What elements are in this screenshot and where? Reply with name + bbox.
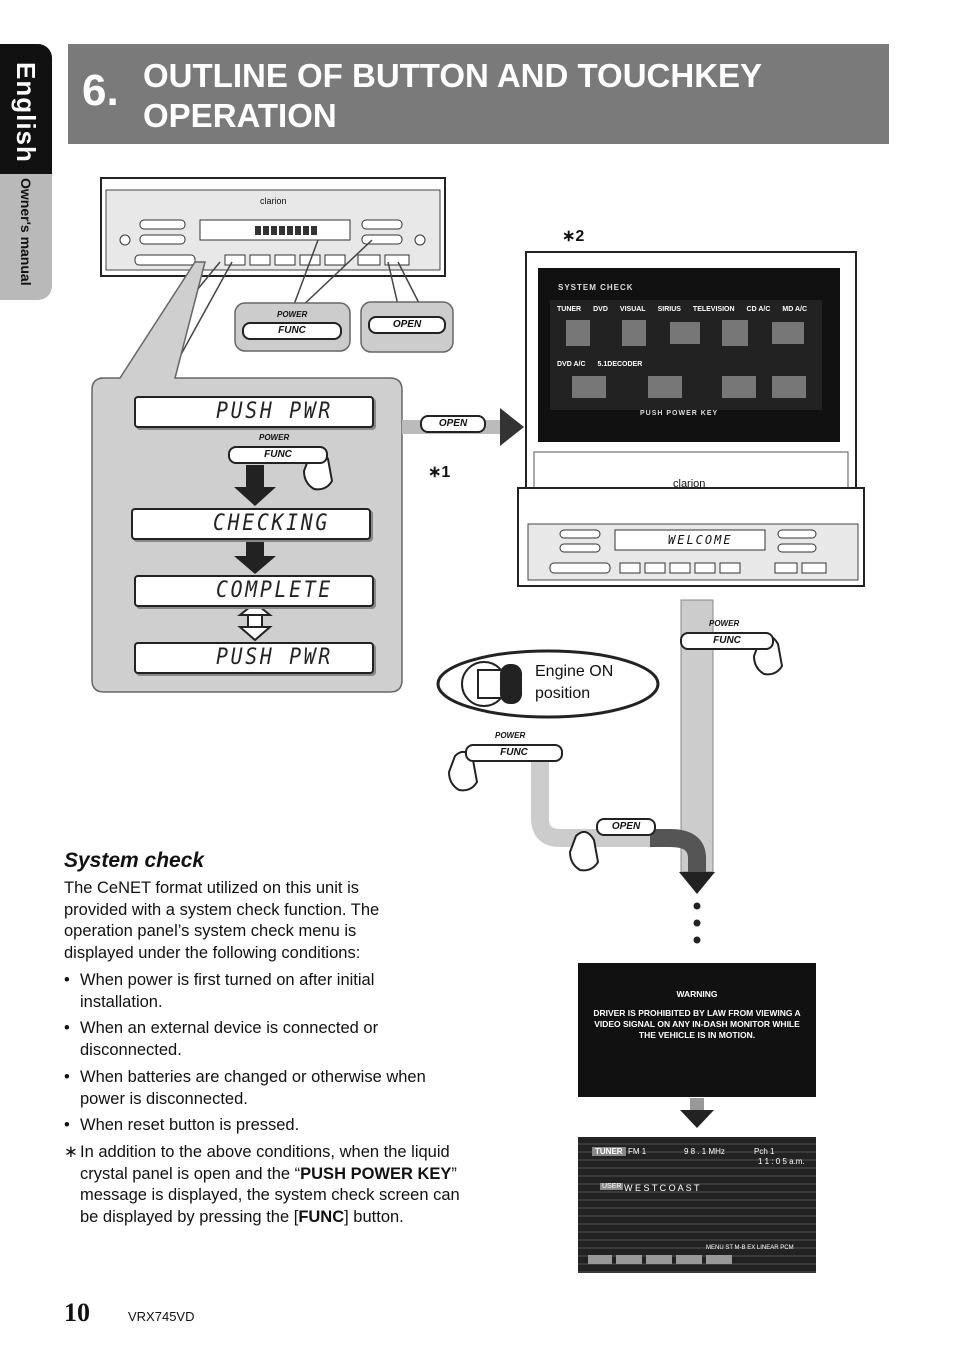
item-dvd-ac: DVD A/C <box>557 361 586 368</box>
brand-logo: clarion <box>673 478 706 490</box>
power-caption: POWER <box>277 310 308 319</box>
bullet-item: •When an external device is connected or… <box>64 1019 379 1059</box>
clock: 1 1 : 0 5 a.m. <box>758 1157 805 1166</box>
language-label: English <box>11 62 41 163</box>
item-cd-ac: CD A/C <box>746 306 771 313</box>
power-caption: POWER <box>709 619 740 628</box>
menu-row: MENU ST M-B EX LINEAR PCM <box>706 1245 794 1251</box>
func-button[interactable]: FUNC <box>680 632 774 650</box>
engine-on-label: Engine ON position <box>535 663 614 702</box>
warning-text: DRIVER IS PROHIBITED BY LAW FROM VIEWING… <box>593 1008 801 1040</box>
item-md-ac: MD A/C <box>782 306 808 313</box>
model-number: VRX745VD <box>128 1309 195 1324</box>
user-badge: USER <box>600 1183 624 1190</box>
band: FM 1 <box>628 1147 647 1156</box>
open-button[interactable]: OPEN <box>368 316 446 334</box>
note-text: ” message is displayed, the system check… <box>80 1164 460 1226</box>
bullet-text: When power is first turned on after init… <box>80 971 375 1011</box>
touchkey[interactable] <box>676 1255 702 1264</box>
section-number: 6. <box>82 66 119 115</box>
bullet-item: •When batteries are changed or otherwise… <box>64 1068 426 1108</box>
tuner-touchkeys <box>588 1255 732 1264</box>
bullet-item: •When reset button is pressed. <box>64 1116 300 1134</box>
warning-title: WARNING <box>676 989 718 999</box>
func-button[interactable]: FUNC <box>242 322 342 340</box>
item-sirius: SIRIUS <box>657 306 681 313</box>
item-dvd: DVD <box>593 306 608 313</box>
note-bold: PUSH POWER KEY <box>300 1164 452 1183</box>
bullet-text: When reset button is pressed. <box>80 1116 300 1134</box>
note-bold: FUNC <box>298 1207 345 1226</box>
section-title: OUTLINE OF BUTTON AND TOUCHKEY OPERATION <box>143 57 762 134</box>
bullet-item: •When power is first turned on after ini… <box>64 971 375 1011</box>
item-tuner: TUNER <box>557 306 582 313</box>
power-caption: POWER <box>259 433 290 442</box>
head-unit-front-panel <box>100 177 446 277</box>
item-decoder: 5.1DECODER <box>597 361 643 368</box>
system-check-title: SYSTEM CHECK <box>558 283 634 292</box>
lcd-text: PUSH PWR <box>216 645 333 670</box>
lcd-text: CHECKING <box>213 511 330 536</box>
note-text: ] button. <box>344 1207 404 1226</box>
station-title: W E S T C O A S T <box>624 1183 700 1193</box>
power-caption: POWER <box>495 731 526 740</box>
system-check-items: TUNER DVD VISUAL SIRIUS TELEVISION CD A/… <box>557 306 822 368</box>
section-header <box>68 44 889 144</box>
func-button[interactable]: FUNC <box>465 744 563 762</box>
lcd-checking: CHECKING <box>131 508 371 540</box>
warning-screen: WARNING DRIVER IS PROHIBITED BY LAW FROM… <box>578 963 816 1097</box>
open-button[interactable]: OPEN <box>420 415 486 433</box>
note-1-marker: ∗1 <box>428 464 451 481</box>
lcd-push-pwr-1: PUSH PWR <box>134 396 374 428</box>
note-2-marker: ∗2 <box>562 228 585 245</box>
lcd-push-pwr-2: PUSH PWR <box>134 642 374 674</box>
lcd-text: COMPLETE <box>216 578 333 603</box>
brand-logo: clarion <box>260 196 287 206</box>
bullet-text: When an external device is connected or … <box>80 1019 379 1059</box>
touchkey[interactable] <box>646 1255 672 1264</box>
touchkey[interactable] <box>616 1255 642 1264</box>
note-marker: ∗ <box>64 1143 78 1161</box>
item-visual: VISUAL <box>619 306 646 313</box>
system-check-heading: System check <box>64 849 205 872</box>
item-television: TELEVISION <box>692 306 735 313</box>
open-button[interactable]: OPEN <box>596 818 656 836</box>
source-tuner: TUNER <box>592 1147 626 1156</box>
lcd-welcome: WELCOME <box>668 533 733 547</box>
touchkey[interactable] <box>588 1255 612 1264</box>
note-item: ∗ In addition to the above conditions, w… <box>64 1142 460 1228</box>
tuner-screen: TUNER FM 1 9 8 . 1 MHz Pch 1 1 1 : 0 5 a… <box>578 1137 816 1273</box>
lcd-complete: COMPLETE <box>134 575 374 607</box>
manual-label: Owner's manual <box>18 178 34 286</box>
touchkey[interactable] <box>706 1255 732 1264</box>
push-power-key-footer: PUSH POWER KEY <box>640 410 719 417</box>
func-button[interactable]: FUNC <box>228 446 328 464</box>
page-number: 10 <box>64 1298 90 1327</box>
side-tab-language-block <box>0 44 52 174</box>
lcd-text: PUSH PWR <box>216 399 333 424</box>
monitor-unit <box>517 251 865 587</box>
preset-channel: Pch 1 <box>754 1147 775 1156</box>
bullet-text: When batteries are changed or otherwise … <box>80 1068 426 1108</box>
intro-paragraph: The CeNET format utilized on this unit i… <box>64 879 380 962</box>
frequency: 9 8 . 1 MHz <box>684 1147 725 1156</box>
note-text: In addition to the above conditions, whe… <box>80 1143 450 1183</box>
